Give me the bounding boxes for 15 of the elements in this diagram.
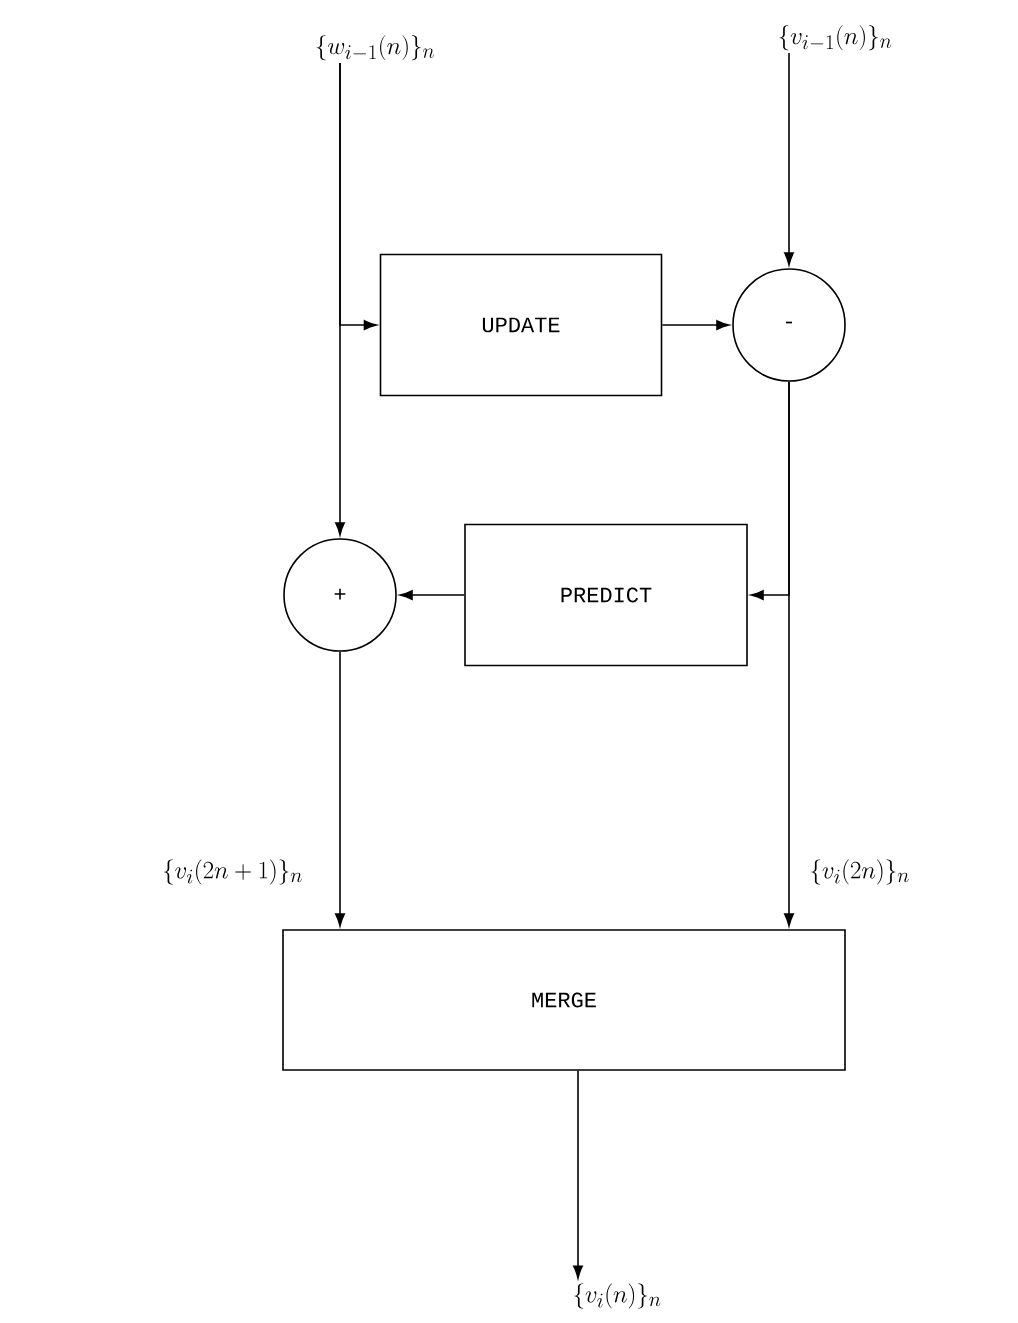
math-label: $\{w_{i-1}(n)\}_n$ — [316, 35, 434, 61]
math-label: $\{v_i(n)\}_n$ — [574, 1283, 661, 1309]
process-box: PREDICT — [464, 523, 748, 667]
arrow — [573, 1070, 583, 1279]
math-label: $\{v_{i-1}(n)\}_n$ — [779, 25, 892, 51]
arrow — [399, 590, 465, 600]
arrow — [784, 381, 794, 927]
process-box: MERGE — [282, 929, 846, 1071]
arrow — [335, 651, 345, 927]
arrow — [661, 320, 730, 330]
edge-label: $\{v_i(2n+1)\}_n$ — [160, 857, 305, 887]
process-box: UPDATE — [379, 253, 663, 397]
arrow — [784, 52, 794, 266]
edge-label: $\{v_i(2n)\}_n$ — [807, 857, 912, 887]
arrow — [335, 62, 345, 536]
